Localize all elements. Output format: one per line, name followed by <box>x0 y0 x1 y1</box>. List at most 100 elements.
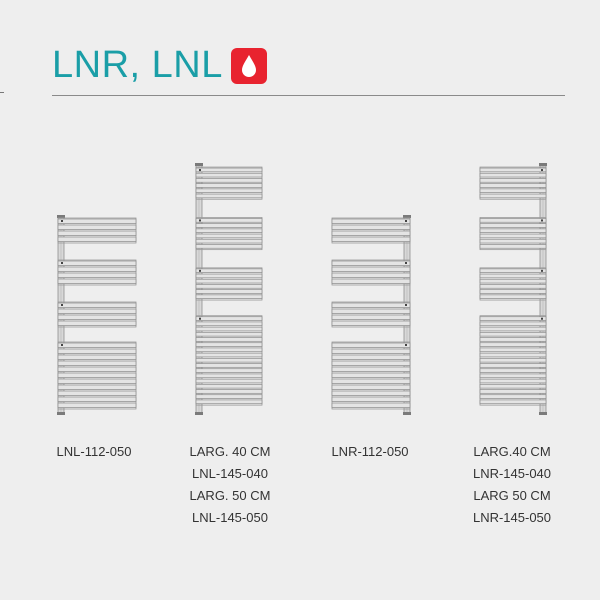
radiator-bar <box>195 352 263 358</box>
radiator-bar <box>195 188 263 193</box>
radiator-bar <box>479 284 547 289</box>
radiator-bar <box>479 347 547 353</box>
product-label-lnl-145: LARG. 40 CM LNL-145-040 LARG. 50 CM LNL-… <box>150 441 310 529</box>
radiator-bar <box>195 347 263 353</box>
radiator-bar <box>195 383 263 389</box>
label-line: LARG.40 CM <box>473 444 551 459</box>
radiator-bar <box>195 321 263 327</box>
radiator-bar <box>331 308 411 314</box>
page-title: LNR, LNL <box>52 44 223 86</box>
radiator-bar <box>479 193 547 199</box>
radiator-bar <box>331 402 411 408</box>
radiator-bar <box>57 272 137 278</box>
bar-connector <box>61 344 63 346</box>
product-label-lnr-112: LNR-112-050 <box>290 441 450 463</box>
radiator-bar <box>479 218 547 223</box>
label-line: LARG. 40 CM <box>189 444 271 459</box>
radiator-bar <box>479 399 547 405</box>
radiator-bar <box>195 363 263 368</box>
towel-radiator-lnl-145 <box>194 163 264 415</box>
radiator-bar <box>331 314 411 320</box>
radiator-bar <box>195 268 263 273</box>
radiator-bar <box>195 223 263 228</box>
bar-group-frame <box>195 267 263 301</box>
towel-radiator-lnr-145 <box>478 163 548 415</box>
edge-mark <box>0 92 4 93</box>
collector-cap <box>403 412 411 415</box>
radiator-bar <box>331 348 411 354</box>
label-line: LNR-145-040 <box>472 466 552 481</box>
collector-cap <box>57 215 65 218</box>
radiator-bar <box>479 273 547 279</box>
radiator-bar <box>57 402 137 408</box>
radiator-bar <box>195 373 263 379</box>
radiator-bar <box>479 178 547 183</box>
collector-cap <box>195 412 203 415</box>
radiator-bar <box>57 378 137 384</box>
bar-connector <box>199 269 201 272</box>
radiator-bar <box>479 337 547 342</box>
radiator-bar <box>195 178 263 183</box>
radiator-bar <box>479 183 547 188</box>
radiator-bar <box>57 348 137 354</box>
radiator-bar <box>195 316 263 321</box>
label-line: LNR-112-050 <box>331 444 409 459</box>
bar-connector <box>199 169 201 172</box>
bar-connector <box>61 304 63 306</box>
bar-group-frame <box>195 217 263 251</box>
bar-group-frame <box>331 217 411 244</box>
radiator-bar <box>57 390 137 396</box>
bar-group-frame <box>479 267 547 301</box>
towel-radiator-lnl-112 <box>56 215 138 415</box>
radiator-bar <box>195 238 263 244</box>
radiator-bar <box>331 384 411 390</box>
radiator-bar <box>479 342 547 347</box>
collector-cap <box>195 163 203 166</box>
radiator-bar <box>195 389 263 394</box>
radiator-bar <box>57 354 137 360</box>
radiator-bar <box>331 342 411 348</box>
radiator-bar <box>195 233 263 239</box>
collector-cap <box>57 412 65 415</box>
bar-connector <box>61 262 63 264</box>
radiator-bar <box>195 378 263 384</box>
radiator-bar <box>195 244 263 249</box>
radiator-bar <box>331 236 411 242</box>
label-line: LNR-145-050 <box>472 510 552 525</box>
radiator-bar <box>195 228 263 233</box>
radiator-bar <box>479 289 547 294</box>
collector-cap <box>539 412 547 415</box>
radiator-bar <box>479 363 547 368</box>
radiator-bar <box>479 268 547 273</box>
radiator-bar <box>195 331 263 337</box>
label-line: LNL-112-050 <box>56 444 132 459</box>
bar-connector <box>199 317 201 320</box>
bar-group-frame <box>479 166 547 200</box>
radiator-bar <box>57 366 137 372</box>
bar-connector <box>199 219 201 222</box>
radiator-bar <box>331 218 411 224</box>
bar-group-frame <box>479 217 547 251</box>
radiator-bar <box>479 368 547 373</box>
radiator-bar <box>331 366 411 372</box>
radiator-bar <box>479 223 547 228</box>
radiator-bar <box>331 378 411 384</box>
radiator-bar <box>479 321 547 327</box>
towel-radiator-lnr-112 <box>330 215 412 415</box>
radiator-bar <box>331 272 411 278</box>
bar-group-frame <box>195 166 263 200</box>
radiator-bar <box>195 172 263 178</box>
radiator-bar <box>479 238 547 244</box>
radiator-bar <box>331 224 411 230</box>
radiator-bar <box>195 326 263 332</box>
product-label-lnl-112: LNL-112-050 <box>14 441 174 463</box>
radiator-bar <box>195 278 263 284</box>
radiator-bar <box>57 372 137 378</box>
radiator-bar <box>331 320 411 326</box>
radiator-bar <box>195 218 263 223</box>
radiator-bar <box>195 193 263 199</box>
radiator-bar <box>479 278 547 284</box>
radiator-bar <box>479 167 547 173</box>
radiator-bar <box>331 260 411 266</box>
radiator-bar <box>479 316 547 321</box>
